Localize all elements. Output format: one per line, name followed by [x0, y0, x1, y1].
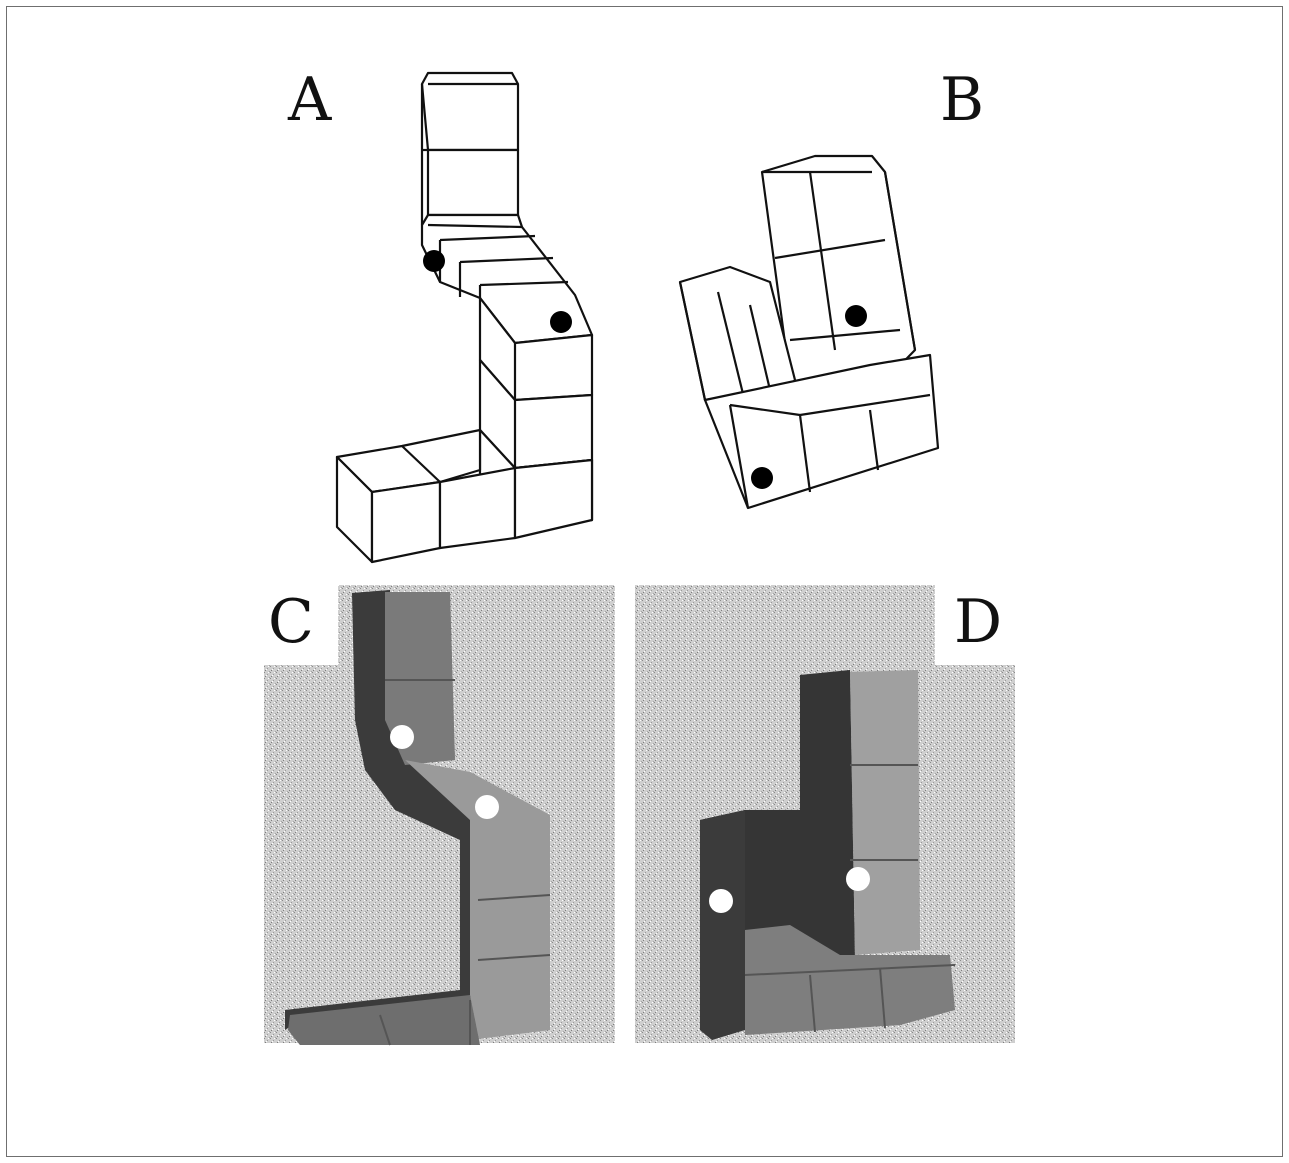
dark-face — [700, 810, 745, 1040]
marker-dot — [846, 867, 870, 891]
cube — [372, 482, 440, 562]
panel-label-a: A — [288, 70, 331, 130]
light-face — [850, 670, 920, 955]
marker-dot — [709, 889, 733, 913]
marker-dot — [550, 311, 572, 333]
marker-dot — [423, 250, 445, 272]
cube — [440, 468, 515, 548]
marker-dot — [390, 725, 414, 749]
panel-label-c: C — [268, 592, 322, 658]
panel-label-d: D — [950, 592, 1012, 658]
marker-dot — [845, 305, 867, 327]
panel-label-b: B — [940, 70, 984, 130]
panel-a-drawing — [337, 73, 592, 562]
marker-dot — [751, 467, 773, 489]
cube — [515, 460, 592, 538]
panel-b-drawing — [680, 156, 938, 508]
cube — [428, 150, 518, 215]
marker-dot — [475, 795, 499, 819]
